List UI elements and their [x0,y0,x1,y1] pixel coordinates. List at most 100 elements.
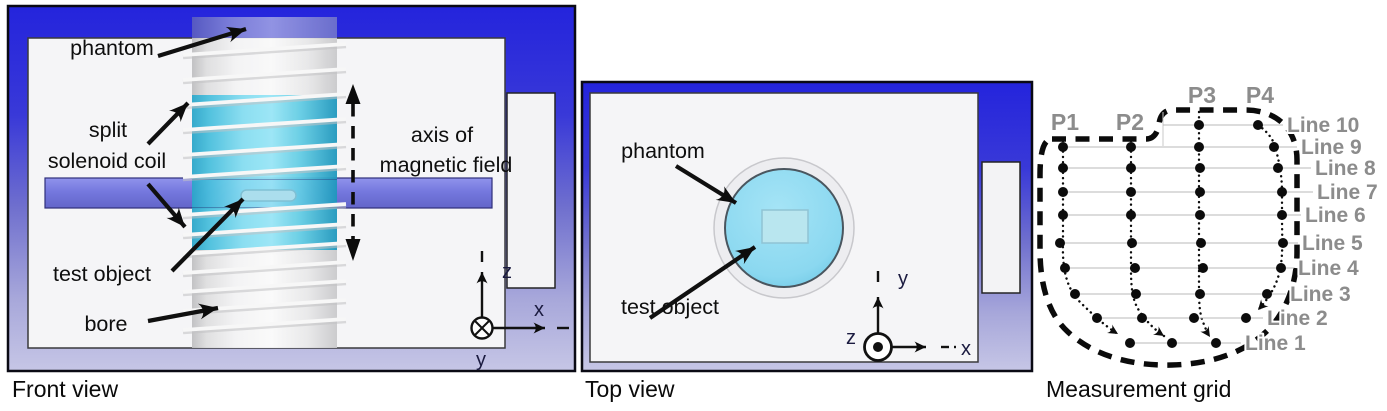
measurement-dot [1137,313,1147,323]
phantom-label: phantom [70,36,154,60]
measurement-dot [1167,338,1177,348]
measurement-dot [1211,338,1221,348]
winding-shadow [182,43,347,60]
top-view-caption: Top view [585,376,675,402]
measurement-dot [1131,289,1141,299]
measurement-dot [1125,338,1135,348]
measurement-dot [1058,142,1068,152]
winding-line [182,164,347,179]
phantom-top-cap [192,17,337,38]
grid-line-label: Line 8 [1315,157,1376,180]
magnetic-axis-up-arrowhead [345,84,361,104]
measurement-dot [1055,238,1065,248]
grid-line-label: Line 1 [1245,332,1306,355]
front-coordinate-axes: z x y [470,251,569,371]
front-y-label: y [476,349,486,371]
winding-line [182,142,347,157]
top-test-object-label: test object [621,295,719,319]
z-out-of-page-dot [873,342,883,352]
measurement-dot [1253,120,1263,130]
test-object-top [761,209,809,244]
measurement-dot [1273,163,1283,173]
winding-line [182,42,347,57]
measurement-dot [1195,289,1205,299]
winding-shadow [182,242,347,259]
profile-curve-p1 [1061,139,1120,336]
measurement-dot [1277,187,1287,197]
front-view: phantom split solenoid coil axis of magn… [6,4,577,373]
winding-line [182,92,347,107]
winding-shadow [182,280,347,297]
measurement-dot [1058,210,1068,220]
measurement-dot [1277,210,1287,220]
solenoid-windings [182,42,347,335]
winding-line [182,279,347,294]
measurement-dot [1241,313,1251,323]
axis-label-line1: axis of [411,123,473,147]
front-view-caption: Front view [12,376,118,402]
measurement-grid-caption: Measurement grid [1046,376,1231,402]
split-coil-upper-arrow [146,101,190,146]
phantom-arrow [157,26,247,59]
measurement-dot [1126,210,1136,220]
profile-curve-p4 [1256,123,1284,312]
grid-line-label: Line 3 [1290,283,1351,306]
test-object-label: test object [53,262,151,286]
magnetic-axis-down-arrowhead [345,239,361,261]
measurement-dot [1126,163,1136,173]
measurement-dot [1195,187,1205,197]
winding-line [182,241,347,256]
winding-line [182,317,347,332]
measurement-dot [1195,163,1205,173]
measurement-dot [1058,187,1068,197]
grid-profile-label: P2 [1116,109,1144,135]
winding-shadow [182,68,347,85]
grid-profile-label: P3 [1188,82,1216,108]
front-x-label: x [534,299,544,321]
bore-cylinder [192,17,337,348]
split-coil-label-line1: split [89,118,127,142]
measurement-dot [1060,263,1070,273]
axis-label-line2: magnetic field [380,153,513,177]
measurement-dot [1130,263,1140,273]
measurement-dot [1126,187,1136,197]
winding-shadow [182,93,347,110]
grid-profile-label: P4 [1246,82,1274,108]
winding-shadow [182,165,347,182]
body-outline-dashed [1037,107,1300,368]
top-phantom-arrow [674,164,738,205]
measurement-dot [1195,210,1205,220]
measurement-dot [1194,120,1204,130]
winding-shadow [182,261,347,278]
measurement-dot [1058,163,1068,173]
top-view: phantom test object y x z [580,80,1034,373]
bore-arrow [147,303,219,324]
measurement-dot [1092,313,1102,323]
grid-line-label: Line 2 [1267,307,1328,330]
measurement-dot [1262,289,1272,299]
test-object-front [240,189,297,202]
winding-shadow [182,203,347,220]
grid-line-label: Line 6 [1305,204,1366,227]
split-coil-label-line2: solenoid coil [48,149,166,173]
measurement-dot [1189,313,1199,323]
grid-line-label: Line 10 [1287,114,1359,137]
top-y-label: y [898,268,908,290]
measurement-dot [1127,238,1137,248]
top-test-object-arrow [648,245,757,320]
measurement-dot [1198,263,1208,273]
top-view-back-panel [981,161,1021,294]
measurement-dot [1070,289,1080,299]
measurement-dot [1196,238,1206,248]
top-coordinate-axes: y x z [846,268,971,362]
measurement-dot [1276,263,1286,273]
measurement-dot [1278,238,1288,248]
test-object-arrow [170,197,245,273]
y-into-page-cross-2 [474,320,490,336]
grid-line-label: Line 9 [1301,136,1362,159]
winding-line [182,67,347,82]
